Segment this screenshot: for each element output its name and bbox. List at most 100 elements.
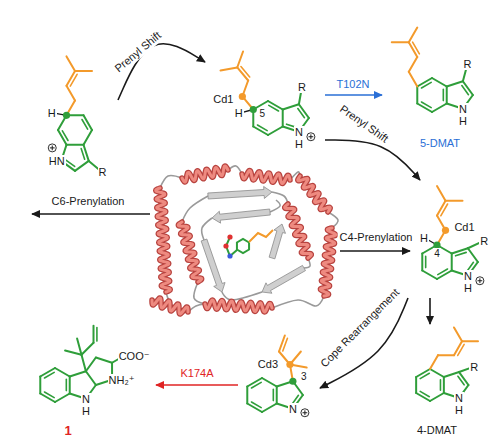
chemical-bond (409, 42, 418, 57)
chemical-bond (251, 382, 261, 388)
chemical-bond (417, 104, 432, 113)
chemical-bond (82, 119, 88, 129)
chemical-bond (417, 78, 432, 87)
compound-label: 5-DMAT (419, 137, 461, 149)
chemical-bond (446, 87, 448, 104)
chemical-bond (468, 248, 478, 262)
coil-loop (160, 176, 182, 188)
chemical-bond (432, 104, 447, 113)
chemical-bond (40, 368, 55, 377)
chemical-bond (247, 404, 262, 413)
chemical-bond (283, 104, 299, 109)
atom-marker (250, 106, 257, 113)
chemical-bond (251, 402, 261, 408)
group-label: COO⁻ (118, 350, 151, 362)
charge-symbol (301, 409, 309, 417)
alpha-helix (205, 300, 272, 312)
ligand-atom (227, 234, 232, 239)
chemical-bond (409, 28, 418, 43)
atom-label: N H (454, 392, 464, 416)
alpha-helix (152, 298, 188, 314)
chemical-bond (86, 357, 96, 371)
reaction-arrow (156, 384, 238, 386)
compound-label: 4-DMAT (416, 424, 458, 436)
alpha-helix (242, 171, 290, 184)
alpha-helix (285, 204, 312, 258)
chemical-bond (84, 115, 93, 130)
chemical-bond (458, 344, 464, 355)
chemical-bond (66, 379, 68, 390)
charge-plus (308, 134, 313, 139)
alpha-helix (182, 166, 228, 182)
chemical-bond (416, 369, 430, 377)
coil-loop (222, 292, 262, 300)
atom-label: N H (294, 126, 304, 150)
atom-label: N H (81, 393, 91, 417)
chemical-bond (456, 252, 467, 255)
chemical-bond (40, 394, 55, 403)
substituent-label: R (297, 81, 307, 93)
atom-name: Cd3 (257, 358, 279, 370)
substituent-label: R (98, 166, 108, 178)
chemical-bond (437, 186, 446, 201)
molecule-drawings (40, 28, 484, 417)
charge-plus (302, 410, 307, 415)
chemical-bond (44, 392, 54, 398)
charge-symbol (48, 144, 56, 152)
chemical-bond (443, 377, 445, 393)
chemical-bond (84, 130, 93, 145)
chemical-bond (70, 371, 86, 376)
chemical-bond (273, 389, 275, 400)
chemical-bond (39, 377, 41, 394)
chemical-bond (66, 160, 75, 167)
beta-strand (201, 239, 225, 292)
chemical-bond (421, 82, 431, 88)
chemical-bond (67, 86, 76, 101)
reaction-arrow (325, 140, 420, 180)
chemical-bond (454, 327, 462, 341)
chemical-bond (269, 105, 279, 111)
coil-loop (272, 192, 288, 204)
chemical-bond (262, 404, 277, 413)
chemical-bond (413, 42, 420, 54)
beta-strand (269, 224, 285, 259)
chemical-bond (416, 393, 430, 401)
charge-circle (307, 133, 315, 141)
alpha-helix (178, 222, 201, 282)
coil-loop (182, 196, 208, 222)
chemical-bond (443, 89, 445, 100)
alpha-helix (182, 166, 228, 182)
chemical-bond (430, 369, 444, 377)
chemical-bond (438, 354, 454, 356)
ligand-prenyl (249, 230, 273, 242)
atom-marker (239, 93, 246, 100)
beta-strand (208, 187, 272, 199)
chemical-bond (96, 357, 112, 362)
charge-symbol (307, 133, 315, 141)
chemical-bond (441, 204, 448, 216)
atom-name: Cd1 (212, 93, 234, 105)
chemical-bond (257, 125, 267, 131)
structure-node: Cd1H5RN H (205, 42, 325, 156)
chemical-bond (446, 200, 463, 202)
chemical-bond (262, 378, 277, 387)
chemical-bond (416, 87, 418, 104)
reaction-arrow (429, 298, 431, 324)
charge-circle (476, 277, 484, 285)
charge-circle (301, 409, 309, 417)
structure-node: Cd1H4RN H (405, 180, 493, 298)
coil-loop (272, 296, 324, 308)
chemical-bond (241, 67, 250, 77)
charge-circle (48, 144, 56, 152)
chemical-bond (298, 109, 305, 118)
alpha-helix (152, 298, 188, 314)
atom-marker (442, 227, 449, 234)
beta-strand (262, 265, 305, 293)
chemical-bond (409, 72, 418, 87)
beta-strand (212, 209, 270, 223)
chemical-bond (81, 343, 93, 355)
reaction-arrow (340, 250, 410, 252)
edge-label: Cope Rearrangement (317, 285, 404, 372)
